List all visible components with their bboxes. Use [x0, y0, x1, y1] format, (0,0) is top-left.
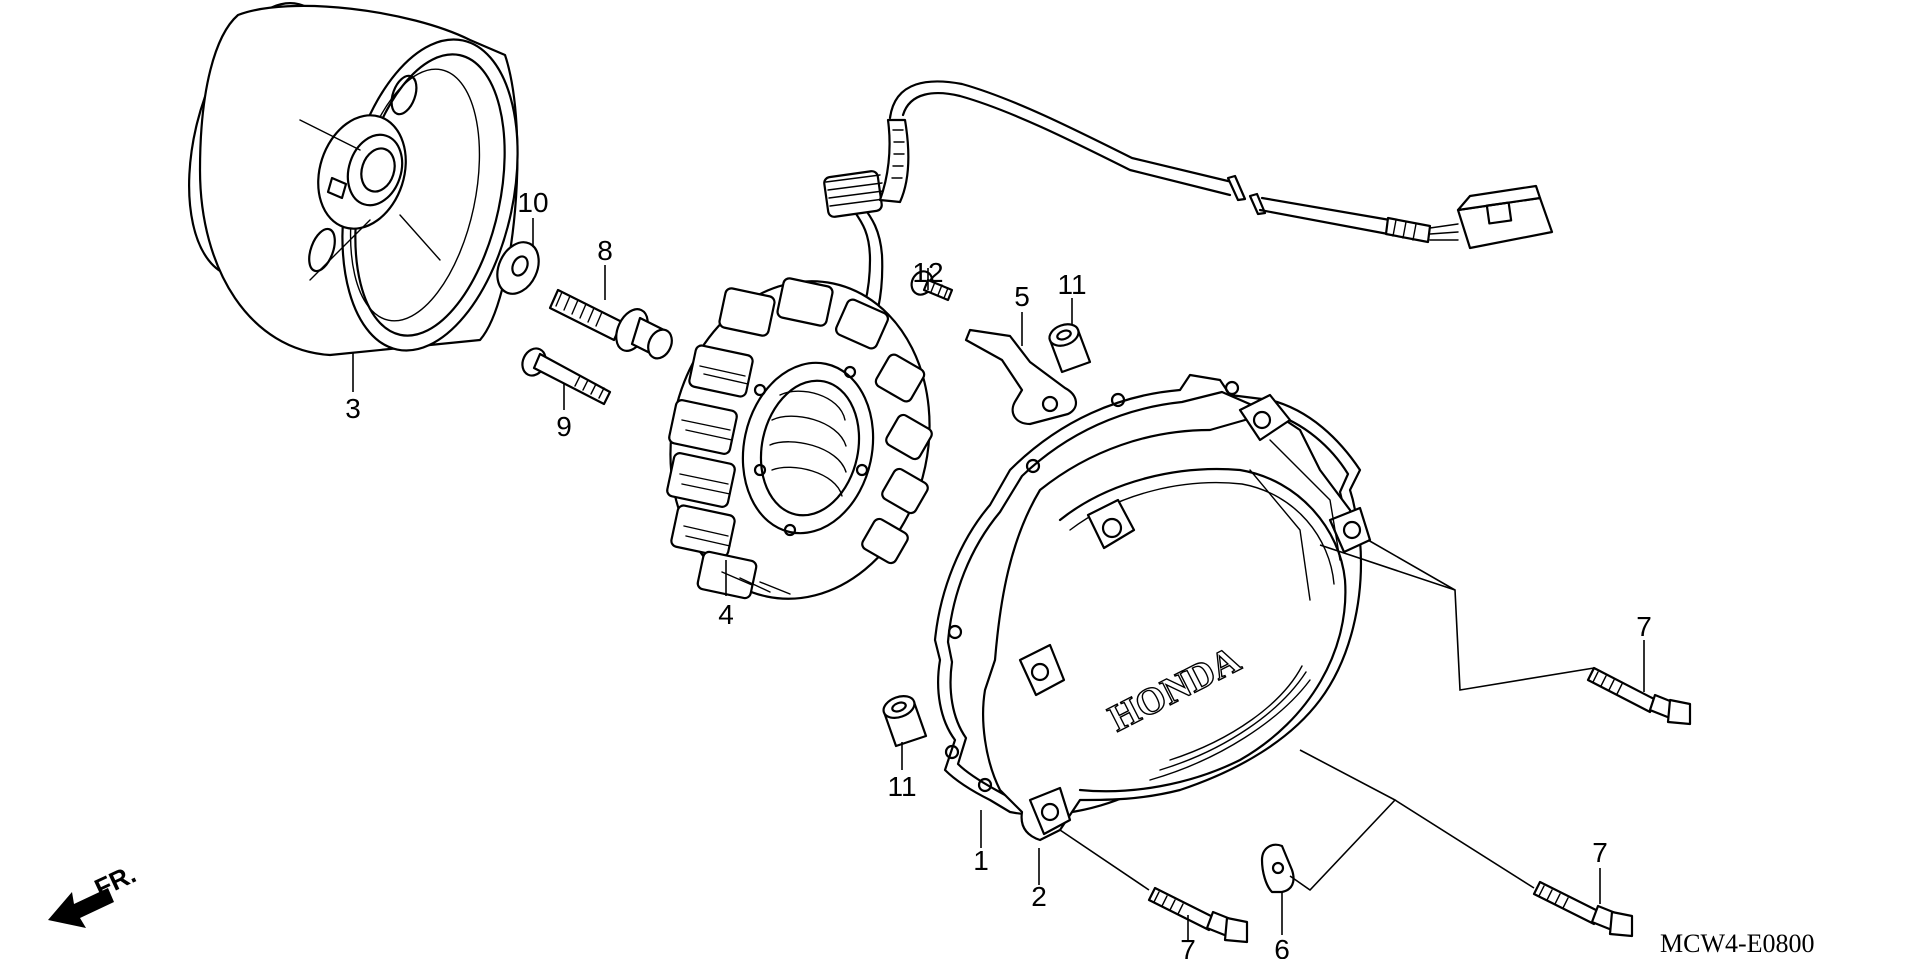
label-part-11-upper: 11 — [1057, 269, 1086, 300]
wire-harness[interactable] — [878, 80, 1554, 250]
stator-bolt[interactable] — [518, 345, 612, 406]
label-part-7-bottom: 7 — [1180, 934, 1196, 959]
wire-clamp[interactable] — [964, 328, 1077, 426]
bolt-12[interactable] — [908, 268, 954, 302]
washer[interactable] — [489, 235, 546, 300]
front-direction-arrow: FR. — [48, 859, 141, 928]
label-part-8: 8 — [597, 235, 613, 266]
label-part-1: 1 — [973, 845, 989, 876]
flywheel-bolt[interactable] — [548, 288, 676, 362]
label-part-4: 4 — [718, 599, 734, 630]
label-part-7-lower-right: 7 — [1592, 837, 1608, 868]
label-part-12: 12 — [912, 257, 943, 288]
label-part-6: 6 — [1274, 934, 1290, 959]
label-part-11-lower: 11 — [887, 771, 916, 802]
label-part-9: 9 — [556, 411, 572, 442]
left-crankcase-cover[interactable] — [982, 393, 1372, 842]
cover-bolt-bottom[interactable] — [1147, 886, 1249, 944]
leader-lines — [352, 218, 1645, 942]
label-part-5: 5 — [1014, 281, 1030, 312]
cover-bolt-upper[interactable] — [1586, 666, 1692, 726]
dowel-pin-lower[interactable] — [881, 692, 928, 748]
label-part-7-upper: 7 — [1636, 611, 1652, 642]
label-part-10: 10 — [517, 187, 548, 218]
flywheel[interactable] — [163, 0, 544, 367]
stator[interactable] — [642, 170, 959, 623]
cover-bolt-bottom-right[interactable] — [1532, 880, 1634, 938]
label-part-3: 3 — [345, 393, 361, 424]
diagram-code: MCW4-E0800 — [1660, 929, 1815, 958]
clamp-6[interactable] — [1260, 843, 1295, 894]
label-part-2: 2 — [1031, 881, 1047, 912]
dowel-pin-upper[interactable] — [1046, 320, 1092, 374]
